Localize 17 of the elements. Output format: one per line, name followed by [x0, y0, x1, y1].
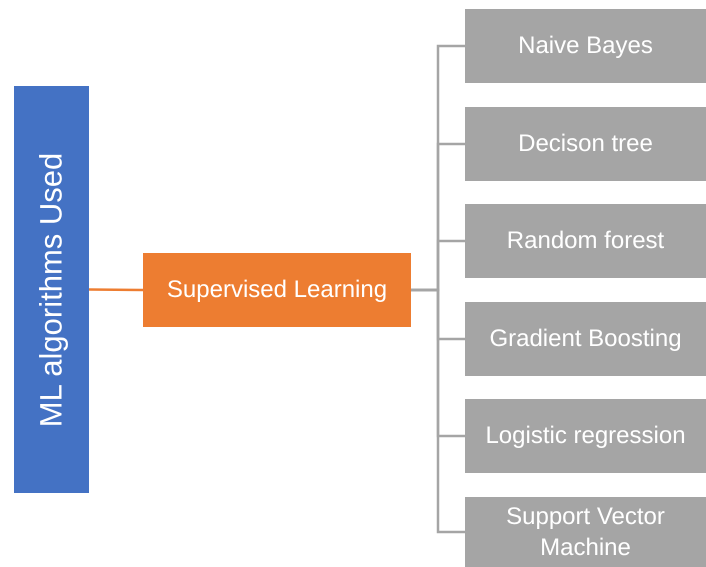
- category-box: [465, 302, 706, 376]
- category-box: [465, 497, 706, 567]
- connector-line: [88, 288, 144, 292]
- box-label: Supervised Learning: [166, 275, 388, 306]
- box-label: Logistic regression: [485, 421, 686, 452]
- category-box: [143, 253, 411, 327]
- vertical-title: ML algorithms Used: [34, 152, 70, 427]
- category-box: [465, 399, 706, 473]
- category-box: [465, 204, 706, 278]
- box-label: Random forest: [506, 226, 664, 256]
- box-label: Decison tree: [518, 129, 653, 160]
- title-bar: [14, 86, 89, 493]
- category-box: [465, 9, 706, 83]
- box-label: Naive Bayes: [518, 31, 653, 62]
- box-label: Gradient Boosting: [489, 324, 682, 354]
- category-box: [465, 107, 706, 181]
- box-label: Support Vector Machine: [505, 502, 666, 563]
